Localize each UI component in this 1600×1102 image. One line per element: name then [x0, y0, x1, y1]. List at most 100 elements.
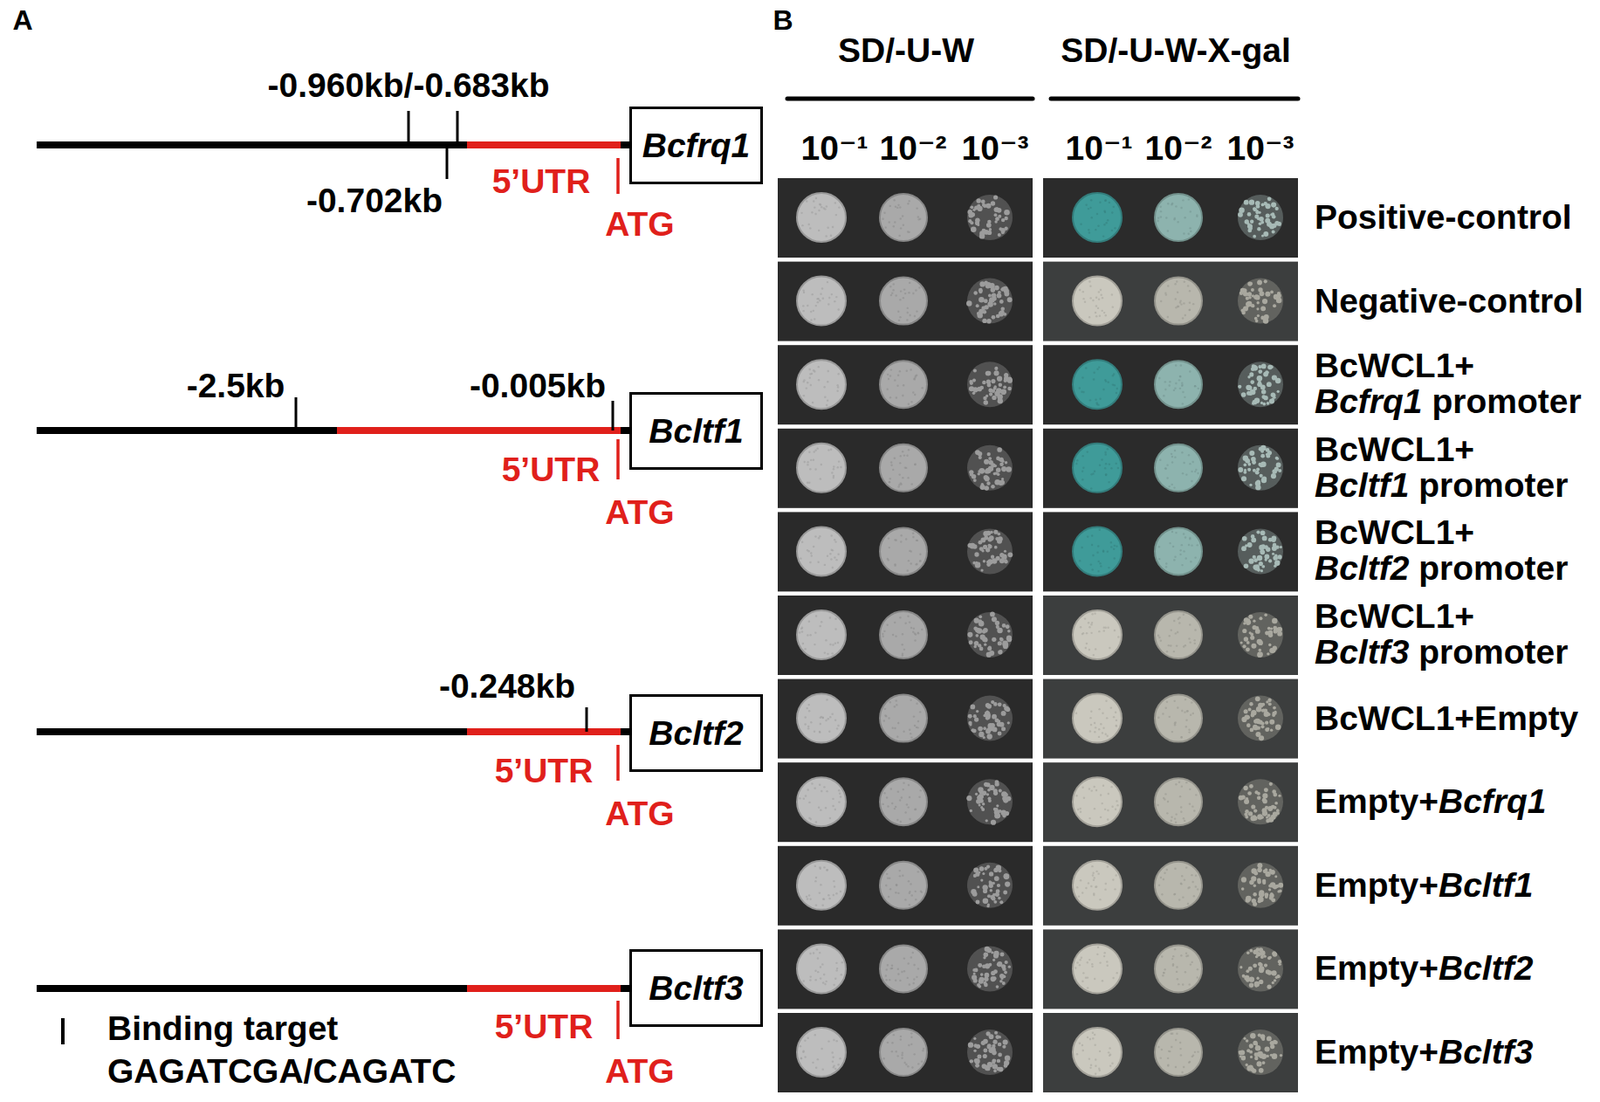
- yeast-colony: [1255, 200, 1261, 207]
- yeast-colony: [1276, 462, 1282, 468]
- spot-grain: [898, 234, 900, 237]
- yeast-spot: [1154, 944, 1202, 992]
- yeast-colony: [998, 480, 1004, 486]
- spot-grain: [885, 884, 887, 886]
- yeast-colony: [1245, 384, 1251, 391]
- spot-grain: [914, 288, 917, 291]
- spot-grain: [909, 882, 912, 885]
- spot-grain: [1171, 730, 1174, 733]
- spot-grain: [1167, 229, 1169, 232]
- spot-grain: [883, 719, 886, 722]
- yeast-colony: [1261, 363, 1267, 370]
- plate-photo: [1043, 595, 1298, 675]
- spot-grain: [909, 732, 912, 735]
- yeast-colony: [1253, 725, 1259, 731]
- yeast-colony: [986, 379, 991, 385]
- spot-grain: [1091, 621, 1093, 624]
- yeast-colony: [994, 391, 1000, 397]
- spot-grain: [914, 563, 917, 565]
- yeast-colony: [987, 893, 991, 898]
- yeast-colony: [1240, 641, 1243, 645]
- yeast-spot: [967, 862, 1013, 908]
- plate-row: [777, 178, 1298, 258]
- spot-grain: [1181, 384, 1183, 386]
- yeast-spot: [1072, 276, 1122, 326]
- spot-grain: [1175, 970, 1178, 973]
- yeast-colony: [993, 464, 997, 468]
- spot-grain: [1174, 282, 1176, 285]
- spot-grain: [1099, 564, 1102, 567]
- spot-grain: [899, 534, 902, 536]
- yeast-colony: [981, 483, 985, 488]
- yeast-colony: [1241, 308, 1245, 312]
- yeast-colony: [1247, 542, 1253, 548]
- spot-grain: [1078, 288, 1081, 291]
- spot-grain: [834, 977, 837, 980]
- yeast-colony: [1257, 287, 1263, 292]
- spot-grain: [1180, 882, 1182, 885]
- spot-grain: [1105, 221, 1107, 224]
- spot-grain: [889, 887, 892, 890]
- yeast-colony: [995, 456, 1001, 461]
- yeast-spot: [1237, 695, 1284, 742]
- spot-grain: [839, 795, 842, 797]
- spot-grain: [803, 460, 805, 463]
- spot-grain: [831, 797, 834, 800]
- spot-grain: [1084, 366, 1087, 369]
- spot-grain: [913, 808, 916, 811]
- spot-grain: [902, 788, 905, 790]
- spot-grain: [810, 310, 812, 313]
- spot-grain: [1090, 563, 1092, 565]
- yeast-colony: [1267, 813, 1271, 818]
- yeast-colony: [1272, 706, 1277, 710]
- spot-grain: [1181, 784, 1183, 787]
- spot-grain: [1084, 646, 1087, 649]
- yeast-colony: [985, 467, 991, 474]
- spot-grain: [915, 206, 918, 209]
- yeast-colony: [1264, 721, 1269, 725]
- spot-grain: [1188, 788, 1191, 790]
- spot-grain: [1187, 730, 1190, 733]
- spot-grain: [910, 562, 913, 564]
- yeast-colony: [985, 370, 991, 377]
- yeast-spot: [796, 693, 846, 743]
- spot-grain: [901, 632, 904, 635]
- spot-grain: [917, 631, 920, 633]
- spot-grain: [819, 722, 822, 725]
- yeast-colony: [1265, 700, 1269, 703]
- spot-grain: [819, 293, 822, 296]
- spot-grain: [826, 554, 829, 557]
- spot-grain: [1183, 280, 1186, 282]
- spot-grain: [901, 874, 904, 877]
- spot-grain: [826, 398, 829, 401]
- yeast-colony: [1248, 966, 1252, 970]
- spot-grain: [1189, 210, 1192, 213]
- spot-grain: [1108, 462, 1111, 465]
- spot-grain: [827, 370, 830, 372]
- yeast-colony: [974, 205, 979, 210]
- spot-grain: [899, 226, 902, 229]
- spot-grain: [1089, 398, 1092, 401]
- spot-grain: [1190, 543, 1193, 546]
- spot-grain: [1095, 295, 1098, 298]
- yeast-spot: [1072, 860, 1122, 910]
- yeast-colony: [977, 962, 982, 968]
- plate-photo: [1043, 428, 1298, 509]
- spot-grain: [834, 719, 837, 722]
- yeast-colony: [976, 982, 981, 987]
- spot-grain: [1079, 810, 1082, 813]
- yeast-colony: [1272, 625, 1278, 631]
- spot-grain: [903, 956, 906, 959]
- spot-grain: [886, 387, 889, 390]
- spot-grain: [887, 716, 890, 719]
- spot-grain: [817, 956, 819, 959]
- spot-grain: [830, 652, 833, 654]
- yeast-colony: [1249, 483, 1252, 487]
- yeast-colony: [1263, 201, 1267, 206]
- yeast-colony: [1255, 319, 1259, 323]
- spot-grain: [820, 789, 823, 792]
- spot-grain: [1164, 388, 1167, 391]
- spot-grain: [1101, 979, 1104, 982]
- spot-grain: [829, 817, 831, 819]
- yeast-colony: [997, 535, 1003, 542]
